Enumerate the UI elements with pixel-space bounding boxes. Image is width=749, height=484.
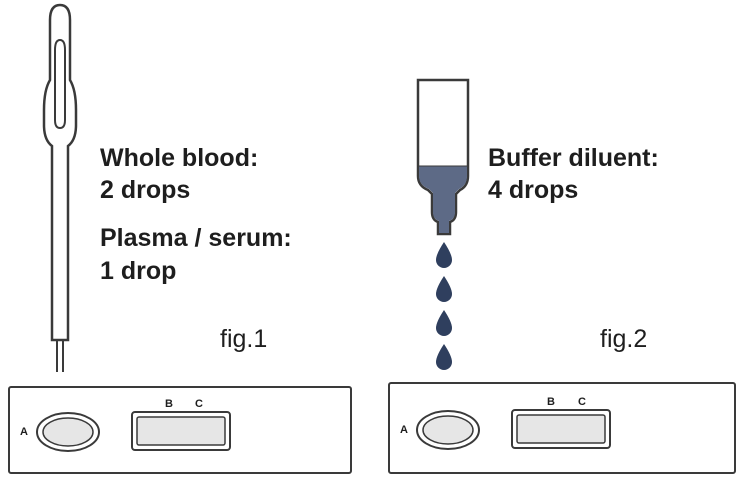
test-cassette-2 bbox=[388, 382, 736, 474]
drop-1 bbox=[436, 242, 452, 268]
buffer-diluent-amount: 4 drops bbox=[488, 176, 579, 204]
drop-4 bbox=[436, 344, 452, 370]
test-cassette-1 bbox=[8, 386, 352, 474]
fig2-label: fig.2 bbox=[600, 325, 648, 353]
window-b-label-2: B bbox=[547, 396, 555, 408]
fig1-label: fig.1 bbox=[220, 325, 268, 353]
whole-blood-label: Whole blood: bbox=[100, 144, 259, 172]
well-a-label-1: A bbox=[20, 426, 28, 438]
window-b-label-1: B bbox=[165, 398, 173, 410]
drop-3 bbox=[436, 310, 452, 336]
whole-blood-amount: 2 drops bbox=[100, 176, 191, 204]
plasma-serum-label: Plasma / serum: bbox=[100, 224, 292, 252]
window-c-label-2: C bbox=[578, 396, 586, 408]
plasma-serum-amount: 1 drop bbox=[100, 257, 177, 285]
window-c-label-1: C bbox=[195, 398, 203, 410]
drop-2 bbox=[436, 276, 452, 302]
well-a-label-2: A bbox=[400, 424, 408, 436]
dropper-bottle-icon bbox=[416, 78, 470, 370]
buffer-diluent-label: Buffer diluent: bbox=[488, 144, 659, 172]
pipette-icon bbox=[42, 3, 78, 372]
